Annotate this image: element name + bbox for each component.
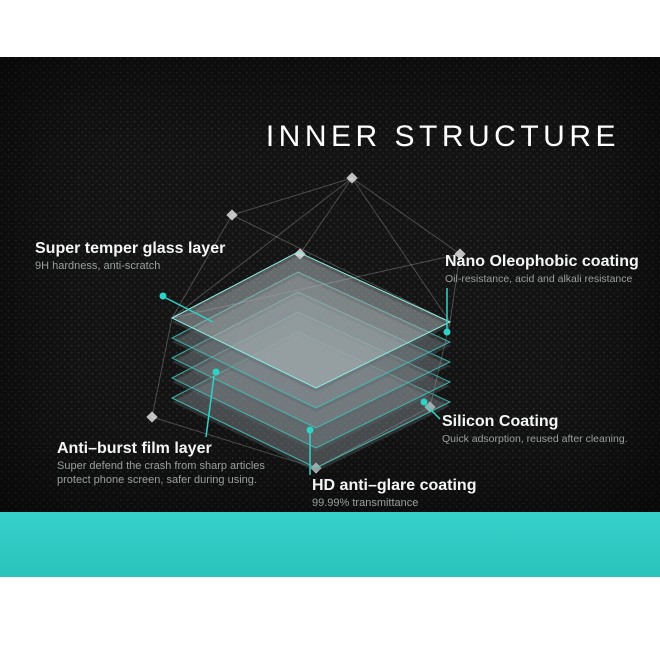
callout-label: Silicon Coating (442, 413, 559, 430)
glass-layer-stack (170, 251, 452, 472)
callout-super-temper-glass: Super temper glass layer 9H hardness, an… (35, 240, 225, 274)
callout-desc-line1: Super defend the crash from sharp articl… (57, 460, 265, 472)
glass-sheet (170, 251, 452, 389)
callout-desc-line2: protect phone screen, safer during using… (57, 473, 257, 486)
callout-hd-anti-glare: HD anti–glare coating 99.99% transmittan… (312, 477, 476, 511)
callout-anti-burst-film: Anti–burst film layer Super defend the c… (57, 440, 265, 488)
connector-silicon (420, 398, 441, 420)
glass-sheet (170, 291, 452, 429)
callout-nano-oleophobic: Nano Oleophobic coating Oil-resistance, … (445, 253, 639, 286)
callout-desc: Quick adsorption, reused after cleaning. (442, 433, 628, 445)
dark-panel: INNER STRUCTURE Super temper glass layer… (0, 57, 660, 512)
connector-antiburst (205, 368, 220, 438)
connector-nano (443, 288, 451, 336)
teal-brand-band (0, 512, 660, 577)
callout-desc: 9H hardness, anti-scratch (35, 260, 161, 272)
callout-desc: Oil-resistance, acid and alkali resistan… (445, 273, 633, 285)
glass-sheet (170, 311, 452, 449)
callout-label: Super temper glass layer (35, 240, 226, 257)
callout-desc: 99.99% transmittance (312, 497, 419, 509)
callout-connectors (159, 288, 451, 475)
callout-silicon-coating: Silicon Coating Quick adsorption, reused… (442, 413, 628, 446)
callout-label: Nano Oleophobic coating (445, 253, 639, 270)
page-title: INNER STRUCTURE (265, 120, 620, 153)
connector-temper (159, 292, 214, 323)
glass-sheet (170, 271, 452, 409)
callout-label: HD anti–glare coating (312, 477, 477, 494)
mesh-nodes (146, 172, 466, 474)
glass-sheet (170, 331, 452, 469)
connector-hd (306, 426, 314, 475)
callout-label: Anti–burst film layer (57, 440, 212, 457)
structure-diagram (146, 172, 466, 475)
